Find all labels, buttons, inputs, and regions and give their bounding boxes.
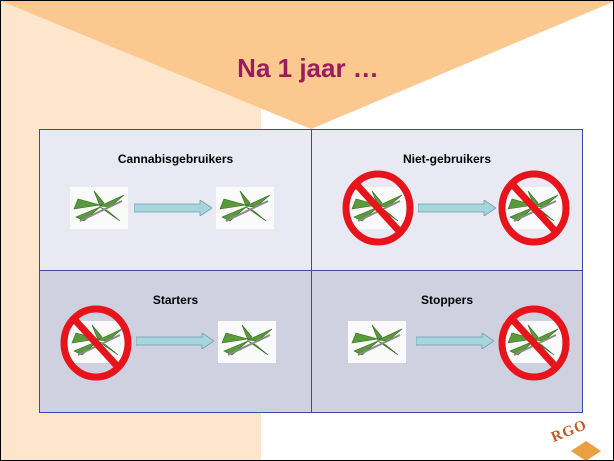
prohibited-icon bbox=[498, 170, 570, 246]
cell-label: Cannabisgebruikers bbox=[117, 152, 234, 166]
cannabis-leaf-icon bbox=[216, 187, 274, 229]
quadrant-grid: Cannabisgebruikers bbox=[39, 129, 583, 413]
cannabis-leaf-icon bbox=[218, 321, 276, 363]
arrow-icon bbox=[418, 200, 496, 216]
cell-niet-gebruikers: Niet-gebruikers bbox=[312, 130, 582, 271]
arrow-icon bbox=[416, 333, 494, 349]
cell-stoppers: Stoppers bbox=[312, 271, 582, 412]
cannabis-leaf-icon bbox=[348, 321, 406, 363]
cell-cannabisgebruikers: Cannabisgebruikers bbox=[40, 130, 312, 271]
cell-label: Stoppers bbox=[420, 293, 473, 307]
arrow-icon bbox=[136, 333, 214, 349]
prohibited-icon bbox=[60, 305, 132, 381]
slide-title: Na 1 jaar … bbox=[237, 53, 379, 83]
background-triangle bbox=[1, 1, 613, 129]
cell-starters: Starters bbox=[40, 271, 312, 412]
prohibited-icon bbox=[342, 170, 414, 246]
rgo-logo: RGO bbox=[549, 409, 613, 460]
arrow-icon bbox=[134, 200, 212, 216]
cell-label: Niet-gebruikers bbox=[402, 152, 492, 166]
cannabis-leaf-icon bbox=[348, 187, 406, 229]
prohibited-icon bbox=[498, 305, 570, 381]
cannabis-leaf-icon bbox=[70, 187, 128, 229]
logo-diamond-icon bbox=[571, 441, 601, 460]
cell-label: Starters bbox=[152, 293, 199, 307]
